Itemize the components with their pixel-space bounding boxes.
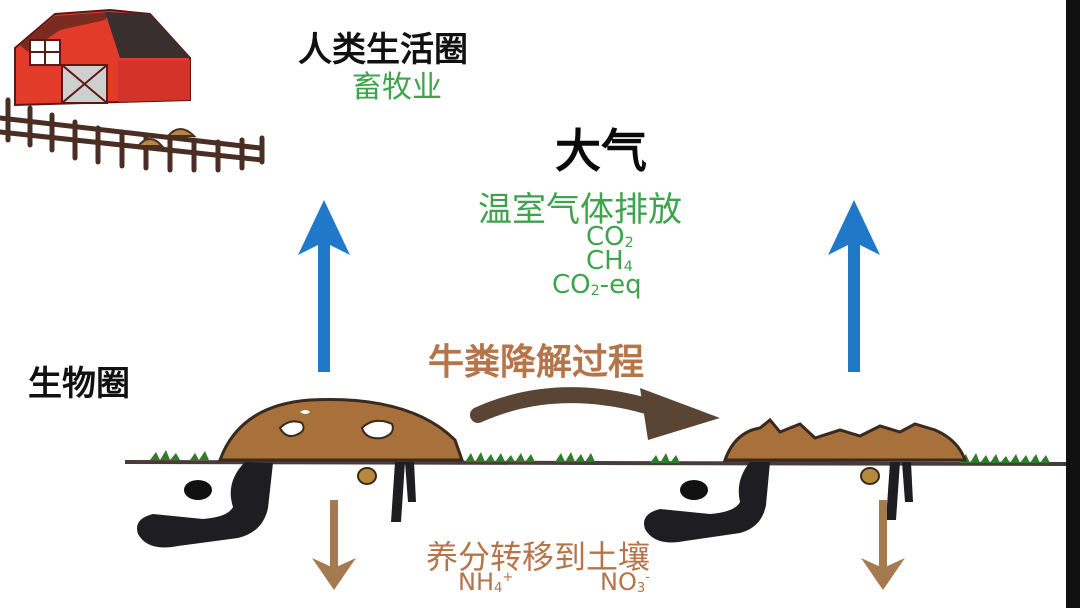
grass-icon	[150, 450, 1050, 463]
right-edge-bar	[1066, 0, 1080, 608]
fence-icon	[0, 97, 265, 173]
atmosphere-label: 大气	[555, 124, 647, 178]
no3-formula: NO3-	[600, 568, 650, 596]
ground-line	[124, 460, 1071, 466]
nutrient-transfer-label: 养分转移到土壤	[426, 538, 651, 576]
process-arrow-icon	[470, 387, 720, 440]
livestock-label: 畜牧业	[352, 70, 442, 105]
arrow-up-right-icon	[828, 200, 880, 372]
beetle-tunnel-right	[644, 462, 913, 543]
arrow-down-left-icon	[312, 500, 356, 590]
arrow-down-right-icon	[861, 500, 905, 590]
dung-pat-icon	[217, 398, 465, 462]
ch4-formula: CH4	[586, 246, 633, 276]
dung-process-label: 牛粪降解过程	[428, 342, 645, 383]
co2eq-formula: CO2-eq	[552, 270, 642, 300]
beetle-icon	[184, 467, 880, 500]
nh4-formula: NH4+	[458, 568, 514, 596]
ghg-emission-label: 温室气体排放	[478, 190, 682, 230]
biosphere-label: 生物圈	[28, 364, 130, 404]
dung-pat-degraded-icon	[722, 417, 968, 462]
beetle-tunnel-left	[137, 462, 416, 548]
barn-icon	[14, 8, 191, 107]
arrow-up-left-icon	[298, 200, 350, 372]
co2-formula: CO2	[586, 222, 634, 252]
human-sphere-label: 人类生活圈	[298, 30, 468, 70]
